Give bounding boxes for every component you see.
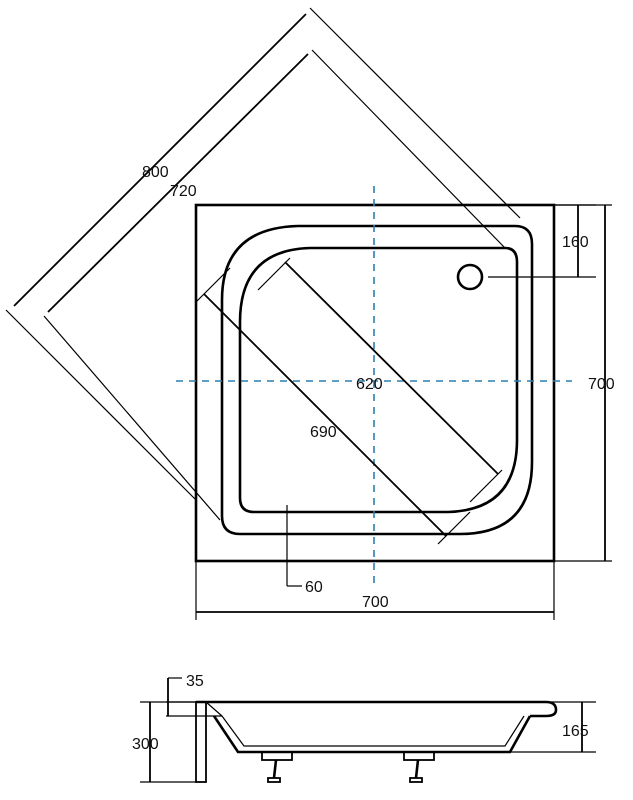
dim-label-35: 35 — [186, 673, 204, 690]
plan-view: 800 720 620 690 160 — [5, 7, 615, 620]
diagonal-dimension-690: 690 — [195, 267, 471, 545]
diagonal-dimension-620: 620 — [257, 257, 503, 503]
diagonal-dimension-720: 720 — [43, 49, 506, 521]
dimension-700-width: 700 — [195, 561, 555, 620]
dim-label-60: 60 — [305, 579, 323, 596]
dim-label-160: 160 — [562, 234, 589, 251]
dimension-160: 160 — [488, 204, 596, 278]
dim-label-165: 165 — [562, 723, 589, 740]
dim-label-690: 690 — [310, 424, 337, 441]
tray-rim-outline — [220, 224, 534, 536]
tray-outer-outline — [194, 203, 556, 563]
drain-circle — [456, 263, 484, 291]
tray-foot-left — [261, 751, 293, 783]
dimension-60: 60 — [286, 505, 323, 596]
dim-label-700-width: 700 — [362, 594, 389, 611]
side-view: 35 300 165 — [132, 673, 596, 783]
dimension-35: 35 — [166, 673, 222, 717]
tray-basin-outline — [238, 246, 519, 514]
dimension-165: 165 — [510, 701, 596, 753]
dimension-300: 300 — [132, 701, 196, 783]
tray-side-body — [212, 715, 532, 754]
dim-label-620: 620 — [356, 376, 383, 393]
tray-side-apron — [195, 701, 223, 783]
tray-foot-right — [403, 751, 435, 783]
diagonal-dimension-800: 800 — [5, 7, 521, 501]
dim-label-700-height: 700 — [588, 376, 615, 393]
dim-label-300: 300 — [132, 736, 159, 753]
dimension-700-height: 700 — [554, 204, 615, 562]
dim-label-800: 800 — [142, 164, 169, 181]
tray-side-rim — [196, 700, 558, 718]
dim-label-720: 720 — [170, 183, 197, 200]
